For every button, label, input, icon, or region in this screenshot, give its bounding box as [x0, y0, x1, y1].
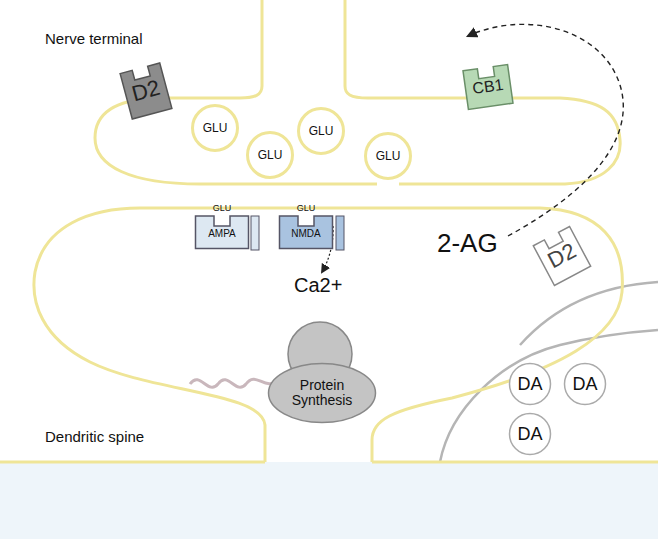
node-label: Protein Synthesis	[267, 378, 377, 407]
receptor: D2	[531, 224, 592, 287]
region-label: Dendritic spine	[45, 428, 144, 445]
ligand-label: GLU	[278, 204, 334, 213]
node-label: NMDA	[291, 229, 320, 240]
node-label: DA	[572, 375, 597, 394]
node-label: GLU	[258, 149, 283, 162]
dopamine-terminal-membrane	[440, 330, 658, 462]
retrograde-signal-arrow	[468, 24, 623, 236]
vesicle: GLU	[364, 132, 412, 180]
signal-label: 2-AG	[437, 228, 498, 259]
mrna-strand	[190, 379, 280, 387]
vesicle: DA	[563, 362, 607, 406]
receptor: GLU NMDA	[278, 204, 334, 250]
ligand-label: GLU	[194, 204, 250, 213]
vesicle: DA	[508, 362, 552, 406]
vesicle: GLU	[297, 107, 345, 155]
node-label: DA	[517, 375, 542, 394]
vesicle: GLU	[246, 131, 294, 179]
dopamine-terminal-membrane	[520, 282, 658, 345]
node-label: GLU	[309, 125, 334, 138]
region-label: Nerve terminal	[45, 30, 143, 47]
node-label: GLU	[203, 122, 228, 135]
dendrite-membrane	[0, 461, 658, 464]
receptor: GLU AMPA	[194, 204, 250, 250]
receptor: D2	[118, 61, 173, 121]
receptor: CB1	[461, 63, 514, 111]
vesicle: DA	[508, 412, 552, 456]
node-label: GLU	[376, 150, 401, 163]
node-label: DA	[517, 425, 542, 444]
channel-bar	[336, 216, 344, 250]
dendritic-spine-membrane	[34, 208, 622, 462]
ion-label: Ca2+	[294, 274, 342, 297]
vesicle: GLU	[191, 104, 239, 152]
nerve-terminal-membrane	[95, 0, 620, 184]
node-label: AMPA	[208, 229, 236, 240]
ribosome: Protein Synthesis	[267, 362, 377, 424]
extracellular-band	[0, 462, 658, 539]
channel-bar	[251, 216, 259, 250]
